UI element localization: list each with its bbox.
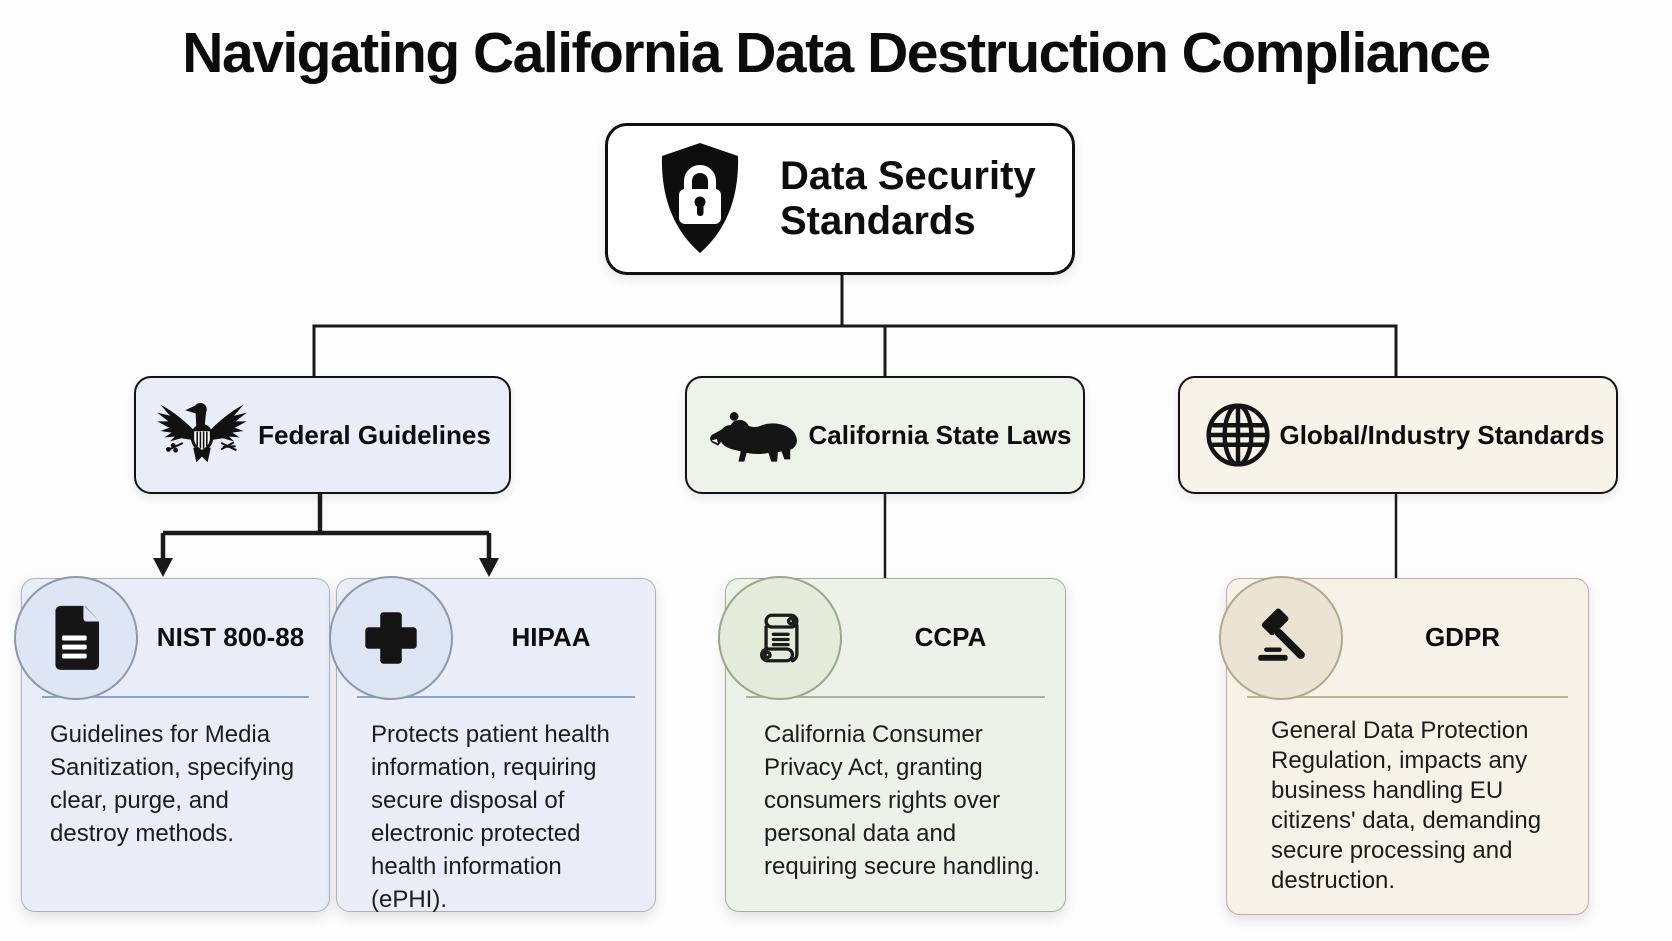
card-description-ccpa: California Consumer Privacy Act, grantin… <box>764 721 1041 880</box>
card-title-gdpr: GDPR <box>1424 622 1501 652</box>
divider <box>357 696 635 698</box>
node-federal-guidelines: Federal Guidelines <box>134 376 511 494</box>
divider <box>1247 696 1568 698</box>
node-data-security-standards: Data Security Standards <box>605 123 1075 275</box>
divider <box>42 696 309 698</box>
shield-lock-icon <box>650 139 750 259</box>
card-ccpa: CCPA California Consumer Privacy Act, gr… <box>718 576 1066 912</box>
card-header: GDPR <box>1227 579 1588 696</box>
bear-icon <box>705 403 807 467</box>
card-header: NIST 800-88 <box>22 579 329 696</box>
medical-cross-icon <box>329 576 453 700</box>
document-icon <box>14 576 138 700</box>
card-header: HIPAA <box>337 579 655 696</box>
card-description-nist: Guidelines for Media Sanitization, speci… <box>50 721 295 847</box>
page-title: Navigating California Data Destruction C… <box>182 21 1491 85</box>
gavel-icon <box>1219 576 1343 700</box>
card-nist-800-88: NIST 800-88 Guidelines for Media Sanitiz… <box>14 576 330 912</box>
node-california-state-laws: California State Laws <box>685 376 1085 494</box>
card-description-hipaa: Protects patient health information, req… <box>371 721 610 913</box>
node-global-industry-standards: Global/Industry Standards <box>1178 376 1618 494</box>
branch-label-california: California State Laws <box>808 419 1072 450</box>
connector-main-horizontal <box>312 324 1398 376</box>
card-gdpr: GDPR General Data Protection Regulation,… <box>1219 576 1589 915</box>
card-hipaa: HIPAA Protects patient health informatio… <box>329 576 656 913</box>
scroll-icon <box>718 576 842 700</box>
branch-label-global: Global/Industry Standards <box>1279 419 1605 450</box>
globe-icon <box>1198 395 1278 475</box>
card-title-nist: NIST 800-88 <box>156 622 305 652</box>
card-title-ccpa: CCPA <box>914 622 987 652</box>
card-title-hipaa: HIPAA <box>511 622 591 652</box>
root-label: Data Security Standards <box>780 153 1036 243</box>
card-header: CCPA <box>726 579 1065 696</box>
arrowhead-to-hipaa <box>479 558 499 577</box>
federal-eagle-icon <box>154 393 250 477</box>
arrowhead-to-nist <box>153 558 173 577</box>
branch-label-federal: Federal Guidelines <box>258 419 491 450</box>
card-description-gdpr: General Data Protection Regulation, impa… <box>1271 717 1542 894</box>
divider <box>746 696 1045 698</box>
